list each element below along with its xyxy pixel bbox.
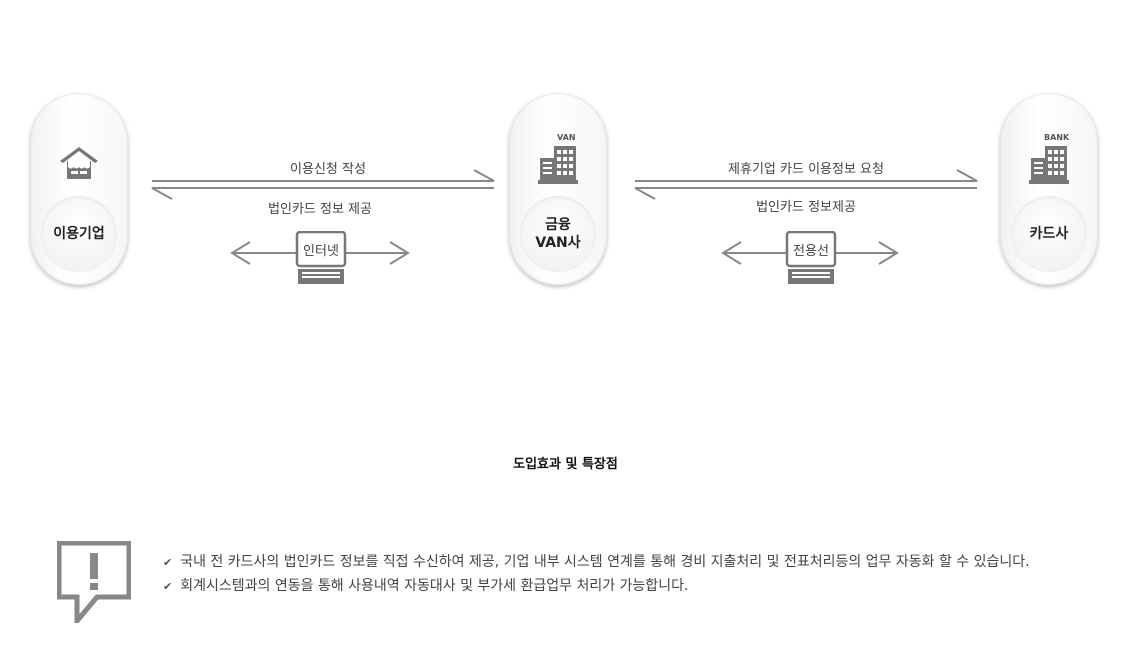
check-icon: ✔ bbox=[163, 556, 173, 569]
node-label-line1: 금융 bbox=[545, 217, 571, 233]
computer-icon: 인터넷 bbox=[295, 231, 347, 285]
benefit-text: 회계시스템과의 연동을 통해 사용내역 자동대사 및 부가세 환급업무 처리가 … bbox=[180, 578, 689, 594]
arrow-forward-right bbox=[635, 169, 978, 182]
flow-label: 법인카드 정보 제공 bbox=[268, 202, 372, 217]
arrow-backward-left bbox=[151, 187, 494, 200]
node-label: 이용기업 bbox=[41, 196, 117, 272]
benefit-item: ✔ 회계시스템과의 연동을 통해 사용내역 자동대사 및 부가세 환급업무 처리가… bbox=[163, 575, 688, 595]
node-van: VAN 금융 VAN사 bbox=[509, 93, 607, 285]
section-title: 도입효과 및 특장점 bbox=[513, 457, 618, 472]
node-label: 카드사 bbox=[1011, 196, 1087, 272]
flow-label: 이용신청 작성 bbox=[290, 162, 366, 177]
node-label: 금융 VAN사 bbox=[520, 196, 596, 272]
building-icon bbox=[509, 144, 607, 184]
channel-label: 전용선 bbox=[793, 243, 829, 259]
flow-arrows bbox=[151, 169, 978, 265]
arrow-forward-left bbox=[152, 169, 495, 182]
node-card: BANK 카드사 bbox=[1000, 93, 1098, 285]
flow-label: 법인카드 정보제공 bbox=[756, 200, 856, 215]
benefit-text: 국내 전 카드사의 법인카드 정보를 직접 수신하여 제공, 기업 내부 시스템… bbox=[180, 554, 1030, 570]
van-badge: VAN bbox=[557, 133, 576, 142]
alert-speech-icon bbox=[57, 541, 131, 623]
channel-label: 인터넷 bbox=[303, 243, 339, 259]
computer-icon: 전용선 bbox=[785, 231, 837, 285]
bank-badge: BANK bbox=[1044, 133, 1070, 142]
arrow-backward-right bbox=[634, 187, 977, 200]
node-label-line2: VAN사 bbox=[535, 235, 581, 251]
flow-label: 제휴기업 카드 이용정보 요청 bbox=[728, 162, 884, 177]
node-company: 이용기업 bbox=[30, 93, 128, 285]
check-icon: ✔ bbox=[163, 580, 173, 593]
benefit-item: ✔ 국내 전 카드사의 법인카드 정보를 직접 수신하여 제공, 기업 내부 시스… bbox=[163, 551, 1030, 571]
building-icon bbox=[1000, 144, 1098, 184]
store-icon bbox=[30, 145, 128, 181]
